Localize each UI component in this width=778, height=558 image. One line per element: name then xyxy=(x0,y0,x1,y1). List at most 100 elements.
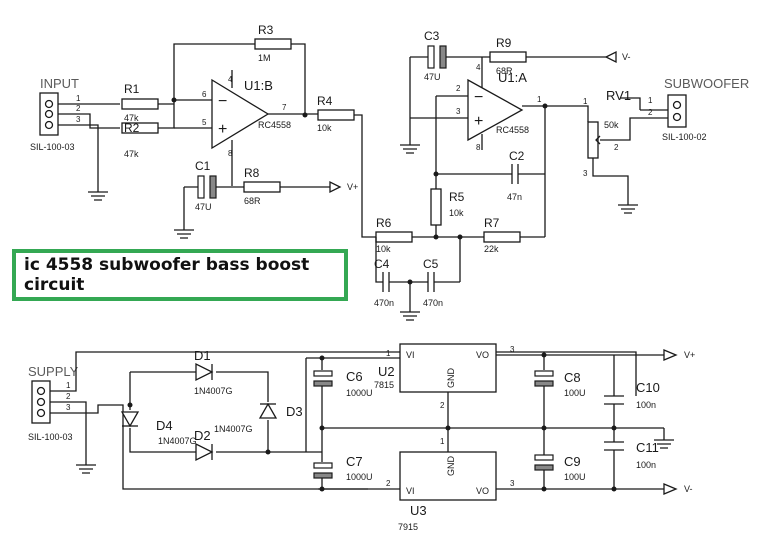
r3-value: 1M xyxy=(258,53,271,63)
resistor-r5: R5 10k xyxy=(430,188,465,226)
u3-pin-out: 3 xyxy=(510,479,515,488)
subwoofer-connector-label: SUBWOOFER xyxy=(664,76,749,91)
input-connector-part: SIL-100-03 xyxy=(30,142,75,152)
title-banner: ic 4558 subwoofer bass boost circuit xyxy=(12,249,348,301)
input-wires xyxy=(58,103,120,185)
c3-wires xyxy=(409,56,490,140)
r5-value: 10k xyxy=(449,208,464,218)
r3-ref: R3 xyxy=(258,23,274,37)
r7-value: 22k xyxy=(484,244,499,254)
subwoofer-pin-circle xyxy=(672,112,682,122)
junction-dot xyxy=(171,97,177,103)
c5-value: 470n xyxy=(423,298,443,308)
supply-pin-1: 1 xyxy=(66,381,71,390)
vminus-label: V- xyxy=(622,52,631,62)
resistor-r7: R7 22k xyxy=(483,216,521,254)
opamp-u1b: − + U1:B RC4558 6 5 7 4 8 xyxy=(202,75,291,158)
r4-to-r6-wire xyxy=(354,114,376,238)
u2-pin-gnd: 2 xyxy=(440,401,445,410)
u3-wires xyxy=(370,428,664,490)
opamp-plus-sign: + xyxy=(474,113,483,130)
r2-value: 47k xyxy=(124,149,139,159)
ground-symbol xyxy=(400,140,420,154)
diode-d2: D2 1N4007G xyxy=(194,424,253,462)
u1a-pin-noninv: 3 xyxy=(456,107,461,116)
vplus-label: V+ xyxy=(347,182,358,192)
d2-value: 1N4007G xyxy=(214,424,253,434)
u2-gnd-label: GND xyxy=(446,368,456,389)
capacitor-c9: C9 100U xyxy=(534,454,586,482)
c10-ref: C10 xyxy=(636,380,660,395)
r9-value: 68R xyxy=(496,66,513,76)
diode-d3: D3 xyxy=(258,402,303,419)
supply-vminus-label: V- xyxy=(684,484,693,494)
junction-dot xyxy=(127,402,133,408)
c7-value: 1000U xyxy=(346,472,373,482)
supply-pin-circle xyxy=(36,408,46,418)
c6-ref: C6 xyxy=(346,369,363,384)
c1-value: 47U xyxy=(195,202,212,212)
r4-value: 10k xyxy=(317,123,332,133)
r7-ref: R7 xyxy=(484,216,500,230)
diode-d4: D4 1N4007G xyxy=(120,411,197,446)
r8-ref: R8 xyxy=(244,166,260,180)
ground-symbol xyxy=(654,428,674,449)
ground-symbol xyxy=(174,225,194,239)
junction-dot xyxy=(541,486,547,492)
regulator-u3: VI VO GND U3 7915 2 3 1 xyxy=(386,437,515,532)
vplus-out-arrow-icon xyxy=(663,349,678,361)
u1b-pin-vneg: 8 xyxy=(228,149,233,158)
u2-pin-out: 3 xyxy=(510,345,515,354)
input-connector: INPUT 1 2 3 SIL-100-03 xyxy=(30,76,81,152)
rv1-pin-3: 3 xyxy=(583,169,588,178)
supply-connector: SUPPLY 1 2 3 SIL-100-03 xyxy=(28,364,79,442)
u1a-pin-out: 1 xyxy=(537,95,542,104)
c5-ref: C5 xyxy=(423,257,439,271)
resistor-r6: R6 10k xyxy=(375,216,413,254)
u1b-pin-inv: 6 xyxy=(202,90,207,99)
d3-ref: D3 xyxy=(286,404,303,419)
c1-ref: C1 xyxy=(195,159,211,173)
junction-dot xyxy=(302,112,308,118)
supply-pin-3: 3 xyxy=(66,403,71,412)
u3-vo-label: VO xyxy=(476,486,489,496)
input-pin-circle xyxy=(44,99,54,109)
u1b-pin-vpos: 4 xyxy=(228,75,233,84)
u1b-pin-out: 7 xyxy=(282,103,287,112)
r5-ref: R5 xyxy=(449,190,465,204)
d2-ref: D2 xyxy=(194,428,211,443)
c8-ref: C8 xyxy=(564,370,581,385)
junction-dot xyxy=(542,103,548,109)
capacitor-c7: C7 1000U xyxy=(313,454,373,482)
u1a-pin-inv: 2 xyxy=(456,84,461,93)
u2-ref: U2 xyxy=(378,364,395,379)
supply-connector-part: SIL-100-03 xyxy=(28,432,73,442)
u2-vi-label: VI xyxy=(406,350,415,360)
junction-dot xyxy=(433,234,439,240)
r8-value: 68R xyxy=(244,196,261,206)
subwoofer-pin-2: 2 xyxy=(648,108,653,117)
capacitor-c1: C1 47U xyxy=(195,159,217,212)
c8-value: 100U xyxy=(564,388,586,398)
c7-ref: C7 xyxy=(346,454,363,469)
r1-ref: R1 xyxy=(124,82,140,96)
junction-dot xyxy=(407,279,413,285)
junction-dot xyxy=(457,234,463,240)
u2-vo-label: VO xyxy=(476,350,489,360)
d1-ref: D1 xyxy=(194,348,211,363)
capacitor-c3: C3 47U xyxy=(424,29,447,82)
u2-output-wires xyxy=(447,354,664,428)
rv1-pin-2: 2 xyxy=(614,143,619,152)
supply-pin-2: 2 xyxy=(66,392,71,401)
c10-value: 100n xyxy=(636,400,656,410)
subwoofer-connector: SUBWOOFER 1 2 SIL-100-02 xyxy=(648,76,749,142)
page-title: ic 4558 subwoofer bass boost circuit xyxy=(24,255,310,295)
c1-r8-wires xyxy=(183,186,330,225)
ground-symbol xyxy=(618,200,638,214)
u2-part: 7815 xyxy=(374,380,394,390)
c2-value: 47n xyxy=(507,192,522,202)
resistor-r8: R8 68R xyxy=(243,166,281,206)
junction-dot xyxy=(319,355,325,361)
subwoofer-pin-circle xyxy=(672,100,682,110)
rv1-wires xyxy=(592,97,668,200)
